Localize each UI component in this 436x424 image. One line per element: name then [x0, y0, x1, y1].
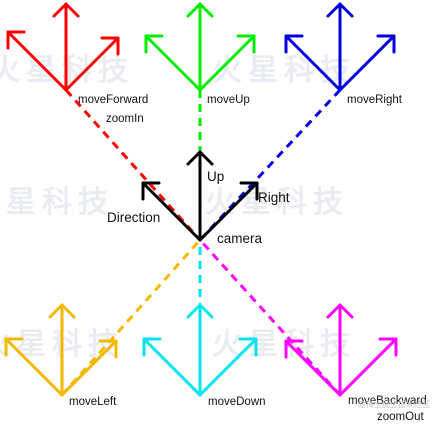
move-backward-label: moveBackward — [348, 395, 427, 407]
zoom-in-label: zoomIn — [106, 113, 144, 125]
move-forward-label: moveForward — [78, 94, 149, 106]
direction-axis-label: Direction — [107, 210, 161, 225]
move-up-label: moveUp — [207, 94, 250, 106]
watermark-bottom-center: 火星科技 — [212, 328, 356, 361]
watermark-left: 火星科技 — [0, 54, 134, 87]
move-down-icon — [142, 303, 258, 397]
move-down-label: moveDown — [208, 396, 266, 408]
move-left-label: moveLeft — [69, 396, 117, 408]
watermark-center: 火星科技 — [212, 54, 356, 87]
camera-label: camera — [217, 231, 263, 246]
left-connector — [60, 239, 202, 396]
camera-axes-icon — [141, 150, 259, 242]
move-forward-icon — [6, 2, 120, 92]
up-axis-label: Up — [207, 169, 225, 184]
move-right-icon — [284, 2, 396, 92]
forward-connector — [64, 89, 202, 241]
watermark-mid-left: 火星科技 — [0, 186, 114, 219]
move-right-label: moveRight — [347, 94, 402, 106]
move-up-icon — [144, 2, 256, 92]
move-backward-icon — [284, 303, 398, 397]
credit-watermark: @稀土掘金技术社区 — [357, 400, 430, 409]
move-left-icon — [4, 303, 118, 397]
zoom-out-label: zoomOut — [377, 411, 424, 423]
backward-connector — [198, 238, 342, 397]
right-axis-label: Right — [258, 190, 290, 205]
